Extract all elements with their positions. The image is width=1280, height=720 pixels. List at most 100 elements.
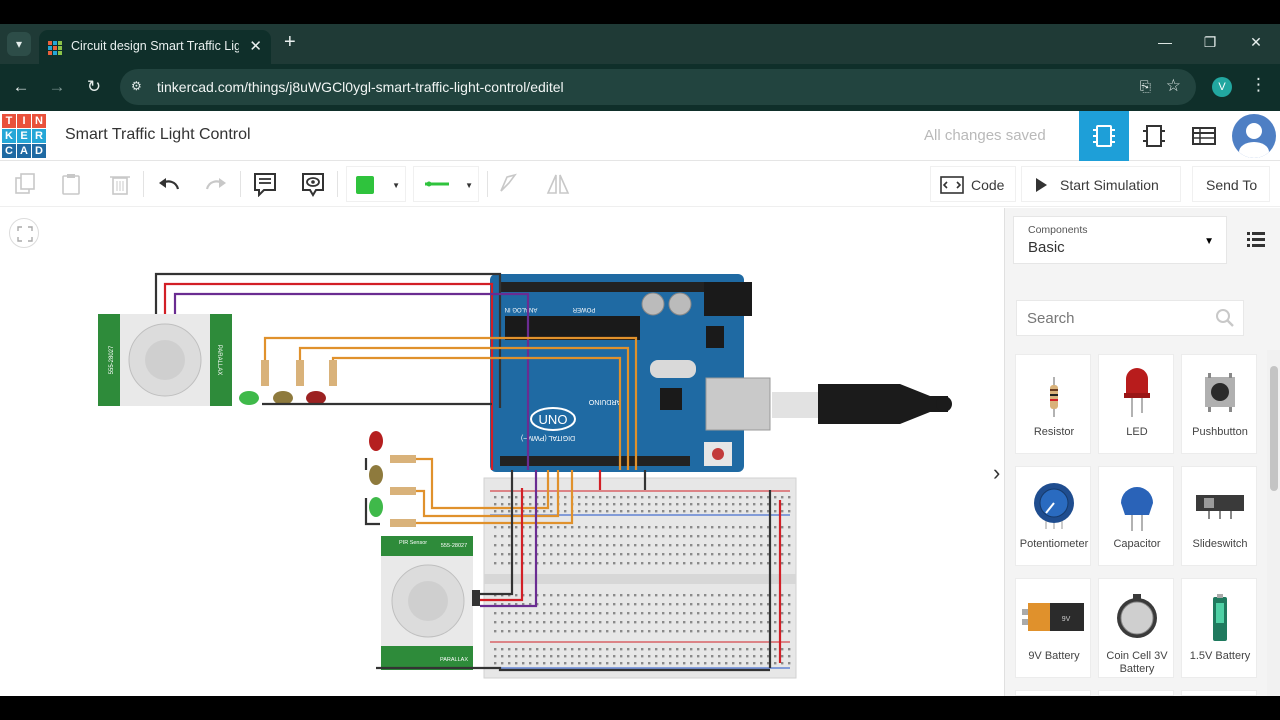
led-group-1[interactable] xyxy=(239,360,337,405)
panel-scrollbar[interactable] xyxy=(1267,350,1280,696)
code-label: Code xyxy=(971,177,1005,193)
component-list-button[interactable] xyxy=(1179,111,1229,161)
breadboard-hole xyxy=(655,535,658,538)
copy-icon[interactable] xyxy=(12,171,38,197)
breadboard-hole xyxy=(592,603,595,606)
address-bar[interactable]: ⚙ tinkercad.com/things/j8uWGCl0ygl-smart… xyxy=(120,69,1196,105)
delete-icon[interactable] xyxy=(107,171,133,197)
breadboard-hole xyxy=(529,612,532,615)
breadboard-hole xyxy=(550,503,553,506)
restore-icon[interactable]: ❐ xyxy=(1203,34,1217,50)
component-coin-cell[interactable]: Coin Cell 3V Battery xyxy=(1098,578,1174,678)
component-search[interactable] xyxy=(1016,300,1244,336)
wire-type-dropdown[interactable]: ▼ xyxy=(413,166,479,202)
search-icon[interactable] xyxy=(1215,308,1235,328)
breadboard-hole xyxy=(704,562,707,565)
breadboard-hole xyxy=(543,662,546,665)
start-simulation-button[interactable]: Start Simulation xyxy=(1021,166,1181,202)
site-info-icon[interactable]: ⚙ xyxy=(131,79,142,93)
pir-sensor-1[interactable]: 555-28027 PARALLAX xyxy=(98,314,232,406)
tab-close-icon[interactable]: ✕ xyxy=(249,38,262,55)
component-label: 1.5V Battery xyxy=(1189,650,1251,662)
component-capacitor[interactable]: Capacitor xyxy=(1098,466,1174,566)
breadboard-hole xyxy=(725,562,728,565)
led-group-2[interactable] xyxy=(369,431,416,527)
component-9v-battery[interactable]: 9V 9V Battery xyxy=(1015,578,1091,678)
install-app-icon[interactable]: ⎘ xyxy=(1139,78,1151,94)
pir-sensor-2[interactable]: PIR Sensor 555-28027 PARALLAX xyxy=(381,536,480,670)
usb-cable[interactable] xyxy=(772,384,952,424)
breadboard-hole xyxy=(718,603,721,606)
project-title[interactable]: Smart Traffic Light Control xyxy=(65,126,251,143)
breadboard-hole xyxy=(767,544,770,547)
window-close-icon[interactable]: ✕ xyxy=(1250,34,1262,50)
breadboard-hole xyxy=(606,630,609,633)
tinkercad-logo[interactable]: T I N K E R C A D xyxy=(2,114,46,158)
paste-icon[interactable] xyxy=(58,171,84,197)
breadboard-hole xyxy=(662,562,665,565)
forward-icon[interactable]: → xyxy=(48,77,66,96)
component-potentiometer[interactable]: Potentiometer xyxy=(1015,466,1091,566)
list-view-icon[interactable] xyxy=(1245,228,1267,250)
component-led[interactable]: LED xyxy=(1098,354,1174,454)
wire-color-dropdown[interactable]: ▼ xyxy=(346,166,406,202)
breadboard-hole xyxy=(683,612,686,615)
breadboard-hole xyxy=(669,544,672,547)
new-tab-icon[interactable]: + xyxy=(284,31,296,53)
component-label: Coin Cell 3V Battery xyxy=(1106,650,1168,675)
circuit-view-button[interactable] xyxy=(1079,111,1129,161)
notes-visibility-icon[interactable] xyxy=(300,171,326,197)
breadboard-hole xyxy=(753,496,756,499)
circuit-canvas[interactable]: UNO ARDUINO DIGITAL (PWM~) ANALOG IN POW… xyxy=(0,208,1004,696)
breadboard-hole xyxy=(753,648,756,651)
minimize-icon[interactable]: — xyxy=(1158,34,1172,50)
wires[interactable] xyxy=(154,272,782,672)
browser-menu-icon[interactable]: ⋮ xyxy=(1250,75,1267,94)
scrollbar-thumb[interactable] xyxy=(1270,366,1278,491)
rotate-icon[interactable] xyxy=(495,171,521,197)
breadboard-hole xyxy=(774,496,777,499)
breadboard-hole xyxy=(501,503,504,506)
flip-icon[interactable] xyxy=(545,171,571,197)
send-to-button[interactable]: Send To xyxy=(1192,166,1270,202)
user-avatar[interactable] xyxy=(1232,114,1276,158)
breadboard-hole xyxy=(648,662,651,665)
breadboard-hole xyxy=(522,648,525,651)
profile-avatar[interactable]: V xyxy=(1212,77,1232,97)
component-label: Slideswitch xyxy=(1192,538,1248,550)
component-partial[interactable] xyxy=(1015,690,1091,696)
component-partial[interactable] xyxy=(1181,690,1257,696)
reload-icon[interactable]: ↻ xyxy=(86,77,102,96)
components-dropdown[interactable]: Components Basic ▼ xyxy=(1013,216,1227,264)
breadboard-hole xyxy=(508,553,511,556)
breadboard-hole xyxy=(550,544,553,547)
breadboard-hole xyxy=(760,662,763,665)
component-partial[interactable] xyxy=(1098,690,1174,696)
browser-window: ▾ Circuit design Smart Traffic Light ✕ +… xyxy=(0,24,1280,696)
breadboard-hole xyxy=(697,562,700,565)
redo-icon[interactable] xyxy=(203,171,229,197)
back-icon[interactable]: ← xyxy=(12,77,30,96)
component-resistor[interactable]: Resistor xyxy=(1015,354,1091,454)
search-input[interactable] xyxy=(1017,301,1207,335)
breadboard-hole xyxy=(578,648,581,651)
tab-active[interactable]: Circuit design Smart Traffic Light ✕ xyxy=(39,30,271,64)
notes-icon[interactable] xyxy=(252,171,278,197)
code-button[interactable]: Code xyxy=(930,166,1016,202)
tab-search-icon[interactable]: ▾ xyxy=(7,32,31,56)
breadboard-hole xyxy=(718,526,721,529)
component-1-5v-battery[interactable]: 1.5V Battery xyxy=(1181,578,1257,678)
bookmark-star-icon[interactable]: ☆ xyxy=(1165,76,1181,95)
component-pushbutton[interactable]: Pushbutton xyxy=(1181,354,1257,454)
arduino-uno-board[interactable]: UNO ARDUINO DIGITAL (PWM~) ANALOG IN POW… xyxy=(490,274,771,472)
component-slideswitch[interactable]: Slideswitch xyxy=(1181,466,1257,566)
url-text[interactable]: tinkercad.com/things/j8uWGCl0ygl-smart-t… xyxy=(157,79,564,95)
breadboard-hole xyxy=(725,496,728,499)
fit-view-button[interactable] xyxy=(9,218,39,248)
breadboard-hole xyxy=(683,553,686,556)
undo-icon[interactable] xyxy=(156,171,182,197)
schematic-view-button[interactable] xyxy=(1129,111,1179,161)
collapse-panel-chevron-icon[interactable]: › xyxy=(993,460,1001,485)
breadboard-hole xyxy=(634,553,637,556)
breadboard-hole xyxy=(697,621,700,624)
